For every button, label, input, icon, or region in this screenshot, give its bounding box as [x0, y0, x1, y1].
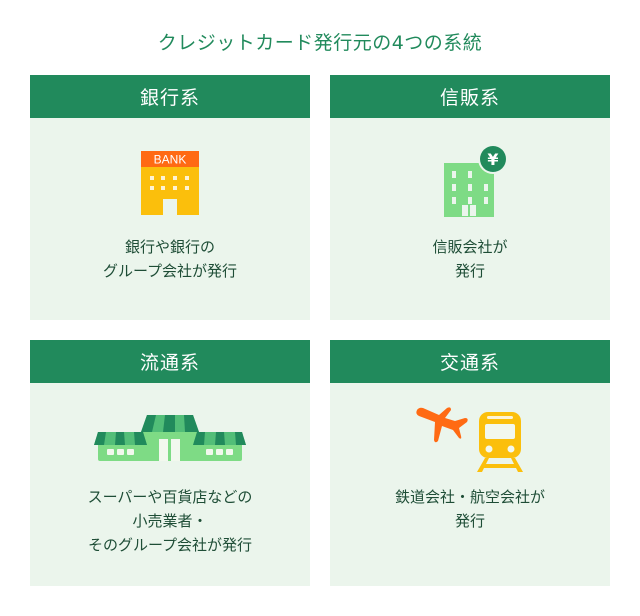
panel-retail: 流通系 [30, 340, 310, 586]
storefront-icon [30, 415, 310, 461]
panel-description: 信販会社が 発行 [432, 238, 508, 280]
svg-text:BANK: BANK [154, 153, 187, 167]
building-with-yen-icon: ¥ [330, 143, 610, 217]
panel-header: 信販系 [330, 75, 610, 118]
panel-description: スーパーや百貨店などの 小売業者・ そのグループ会社が発行 [87, 488, 253, 554]
train-icon [477, 412, 523, 472]
panel-description: 鉄道会社・航空会社が 発行 [394, 488, 545, 530]
panel-header: 交通系 [330, 340, 610, 383]
panel-transport: 交通系 鉄道会社・航空会社が 発行 [330, 340, 610, 586]
bank-building-icon: BANK [30, 151, 310, 215]
airplane-and-train-icon [330, 406, 610, 472]
panel-header: 流通系 [30, 340, 310, 383]
diagram-title: クレジットカード発行元の4つの系統 [157, 32, 483, 54]
panel-bank: 銀行系 BANK 銀行や銀行の グループ会社が発行 [30, 75, 310, 320]
panel-shinpan: 信販系 ¥ 信販会社が 発行 [330, 75, 610, 320]
panel-description: 銀行や銀行の グループ会社が発行 [102, 238, 238, 280]
airplane-icon [416, 407, 468, 443]
svg-text:¥: ¥ [487, 150, 498, 169]
panel-header: 銀行系 [30, 75, 310, 118]
